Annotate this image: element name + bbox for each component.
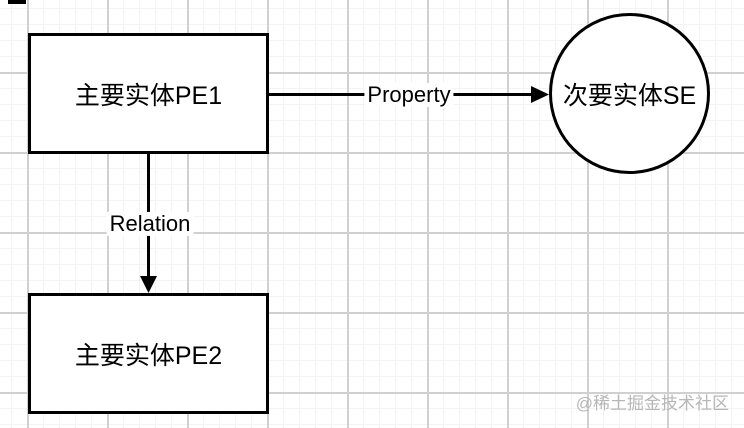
edge-label-property: Property — [364, 82, 454, 108]
edge-pe1-se-arrowhead-icon — [531, 86, 549, 103]
edge-pe1-pe2-arrowhead-icon — [140, 276, 157, 293]
node-secondary-entity-se: 次要实体SE — [549, 13, 710, 174]
node-primary-entity-pe2-label: 主要实体PE2 — [74, 341, 223, 370]
node-secondary-entity-se-label: 次要实体SE — [562, 81, 697, 110]
node-primary-entity-pe2: 主要实体PE2 — [28, 293, 269, 414]
watermark-text: @稀土掘金技术社区 — [575, 394, 729, 413]
node-primary-entity-pe1: 主要实体PE1 — [28, 33, 269, 154]
edge-label-relation: Relation — [106, 211, 194, 237]
node-primary-entity-pe1-label: 主要实体PE1 — [74, 81, 223, 110]
cropped-shape-fragment — [8, 0, 26, 4]
